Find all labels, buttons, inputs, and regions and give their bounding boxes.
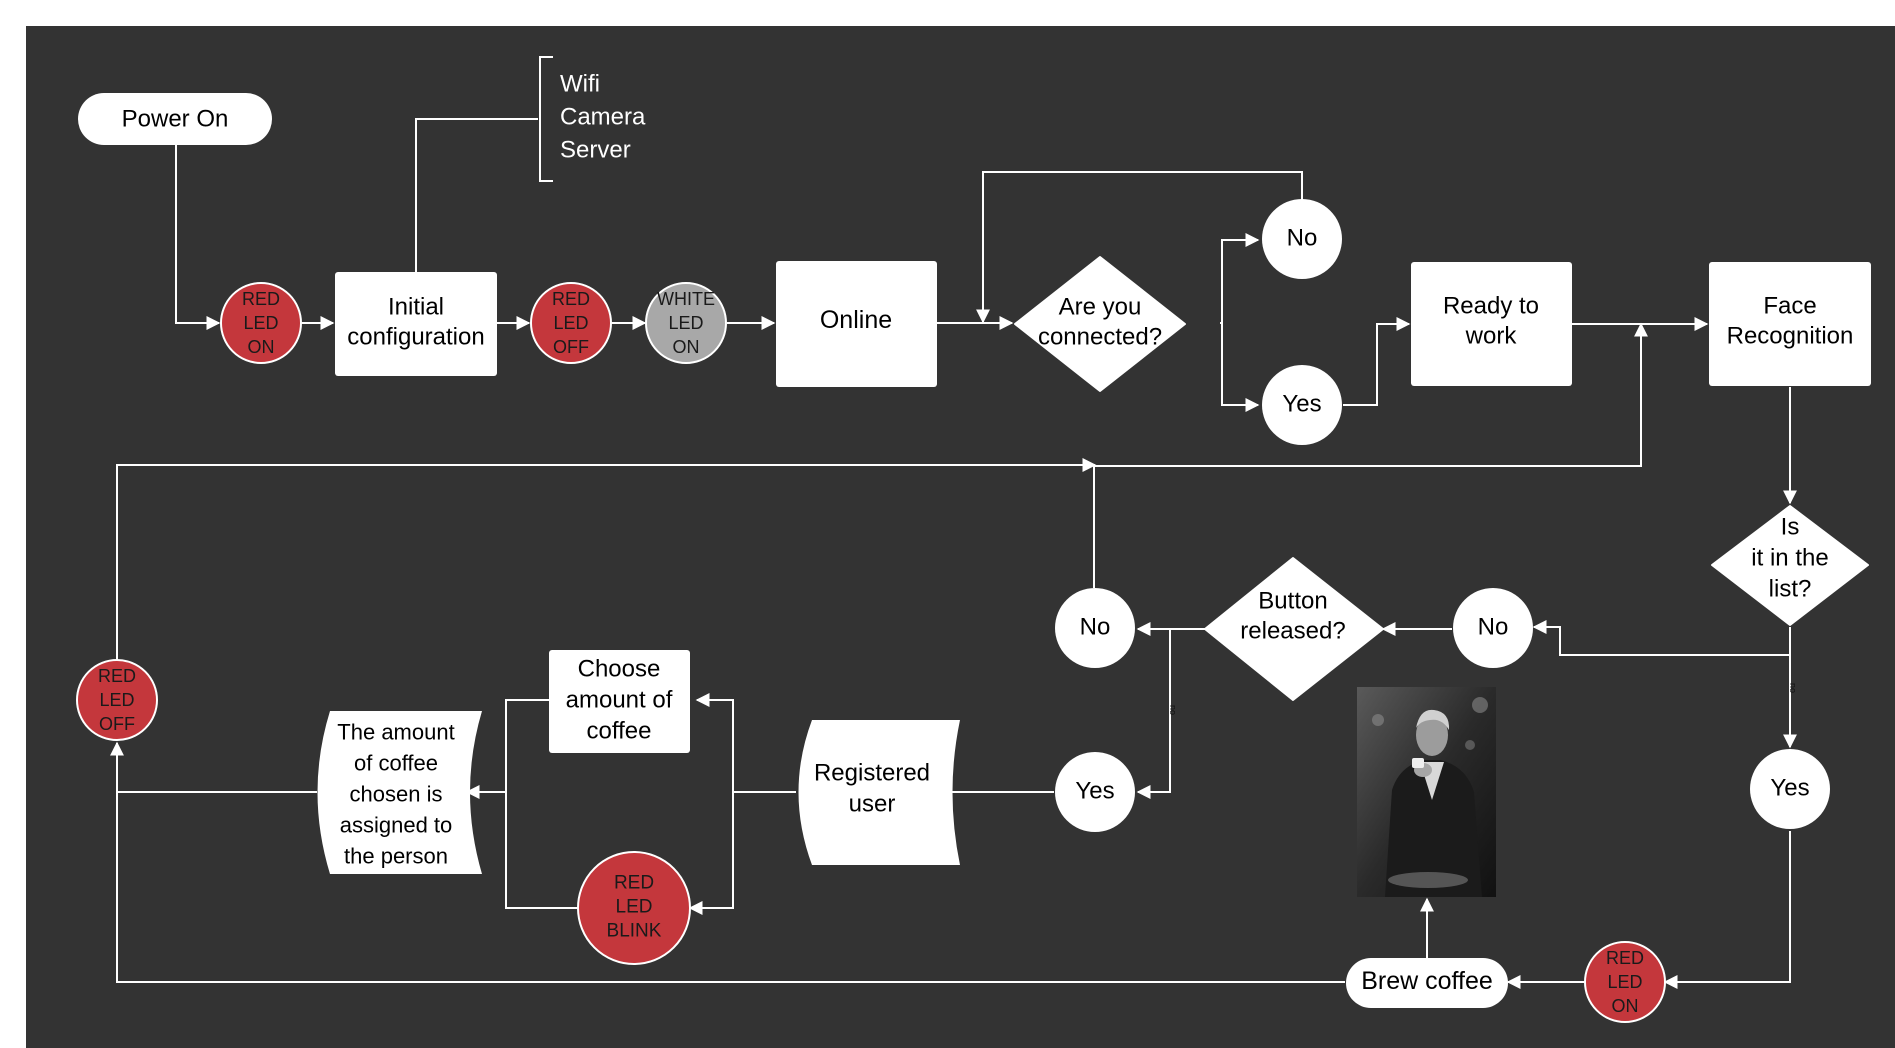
svg-text:no: no — [1168, 705, 1178, 715]
svg-text:Online: Online — [820, 306, 892, 334]
svg-text:The amount: The amount — [337, 720, 454, 745]
yes-in-list-node[interactable]: Yes — [1750, 749, 1830, 829]
svg-text:No: No — [1478, 614, 1509, 641]
svg-text:Is: Is — [1781, 514, 1800, 541]
red-led-off-indicator: RED LED OFF — [530, 282, 612, 364]
no-connected-node[interactable]: No — [1262, 199, 1342, 279]
svg-text:user: user — [849, 791, 896, 818]
red-led-on-indicator-2: RED LED ON — [1584, 941, 1666, 1023]
svg-text:Recognition: Recognition — [1727, 323, 1854, 350]
svg-text:Ready to: Ready to — [1443, 293, 1539, 320]
svg-text:it in the: it in the — [1751, 545, 1828, 572]
svg-text:Server: Server — [560, 137, 631, 164]
svg-text:no: no — [1788, 683, 1798, 693]
svg-text:Face: Face — [1763, 293, 1816, 320]
svg-text:ON: ON — [1612, 996, 1639, 1016]
svg-text:chosen is: chosen is — [350, 782, 443, 807]
power-on-label: Power On — [122, 106, 229, 133]
no-button-node[interactable]: No — [1055, 588, 1135, 668]
svg-text:Choose: Choose — [578, 656, 661, 683]
choose-amount-process[interactable]: Choose amount of coffee — [549, 650, 690, 753]
svg-text:Yes: Yes — [1075, 778, 1114, 805]
svg-text:connected?: connected? — [1038, 324, 1162, 351]
svg-text:RED: RED — [98, 666, 136, 686]
power-on-terminal[interactable]: Power On — [78, 93, 272, 145]
svg-text:configuration: configuration — [347, 324, 484, 351]
svg-text:RED: RED — [1606, 948, 1644, 968]
svg-text:Yes: Yes — [1770, 775, 1809, 802]
button-released-decision[interactable]: Button released? — [1204, 557, 1384, 701]
amount-assigned-data[interactable]: The amount of coffee chosen is assigned … — [317, 711, 483, 874]
initial-configuration-process[interactable]: Initial configuration — [335, 272, 497, 376]
svg-text:Yes: Yes — [1282, 391, 1321, 418]
svg-text:RED: RED — [242, 289, 280, 309]
svg-text:Registered: Registered — [814, 760, 930, 787]
svg-text:BLINK: BLINK — [607, 921, 662, 942]
svg-text:Are you: Are you — [1059, 294, 1142, 321]
svg-text:list?: list? — [1769, 576, 1812, 603]
svg-text:OFF: OFF — [99, 714, 135, 734]
svg-text:LED: LED — [668, 313, 703, 333]
svg-text:LED: LED — [243, 313, 278, 333]
svg-text:RED: RED — [614, 873, 654, 894]
red-led-off-indicator-2: RED LED OFF — [76, 659, 158, 741]
svg-text:LED: LED — [1607, 972, 1642, 992]
are-you-connected-decision[interactable]: Are you connected? — [1014, 256, 1186, 392]
svg-text:the person: the person — [344, 844, 448, 869]
svg-text:work: work — [1465, 323, 1518, 350]
white-led-on-indicator: WHITE LED ON — [645, 282, 727, 364]
registered-user-data[interactable]: Registered user — [798, 720, 961, 865]
is-in-list-decision[interactable]: Is it in the list? — [1711, 505, 1869, 626]
svg-text:WHITE: WHITE — [657, 289, 715, 309]
svg-text:LED: LED — [553, 313, 588, 333]
diagram-background — [26, 26, 1895, 1048]
svg-text:Button: Button — [1258, 588, 1327, 615]
no-in-list-node[interactable]: No — [1453, 588, 1533, 668]
svg-text:ON: ON — [248, 337, 275, 357]
svg-text:No: No — [1287, 225, 1318, 252]
svg-text:Wifi: Wifi — [560, 71, 600, 98]
svg-text:Initial: Initial — [388, 294, 444, 321]
junction-markers: no no — [1168, 683, 1798, 715]
face-recognition-process[interactable]: Face Recognition — [1709, 262, 1871, 386]
man-drinking-coffee-photo — [1357, 687, 1496, 897]
svg-text:Camera: Camera — [560, 104, 646, 131]
red-led-on-indicator: RED LED ON — [220, 282, 302, 364]
svg-text:released?: released? — [1240, 618, 1345, 645]
initial-configuration-annotation: Wifi Camera Server — [560, 71, 646, 164]
svg-text:ON: ON — [673, 337, 700, 357]
yes-button-node[interactable]: Yes — [1055, 752, 1135, 832]
brew-coffee-terminal[interactable]: Brew coffee — [1346, 958, 1508, 1008]
svg-text:RED: RED — [552, 289, 590, 309]
connectors — [110, 56, 1797, 989]
svg-text:amount of: amount of — [566, 687, 673, 714]
red-led-blink-indicator: RED LED BLINK — [577, 851, 691, 965]
svg-text:LED: LED — [616, 897, 653, 918]
svg-text:of coffee: of coffee — [354, 751, 438, 776]
svg-text:LED: LED — [99, 690, 134, 710]
yes-connected-node[interactable]: Yes — [1262, 365, 1342, 445]
ready-to-work-process[interactable]: Ready to work — [1411, 262, 1572, 386]
svg-text:OFF: OFF — [553, 337, 589, 357]
svg-text:assigned to: assigned to — [340, 813, 453, 838]
svg-text:coffee: coffee — [587, 718, 652, 745]
svg-text:Brew coffee: Brew coffee — [1361, 967, 1493, 995]
online-process[interactable]: Online — [776, 261, 937, 387]
svg-text:No: No — [1080, 614, 1111, 641]
